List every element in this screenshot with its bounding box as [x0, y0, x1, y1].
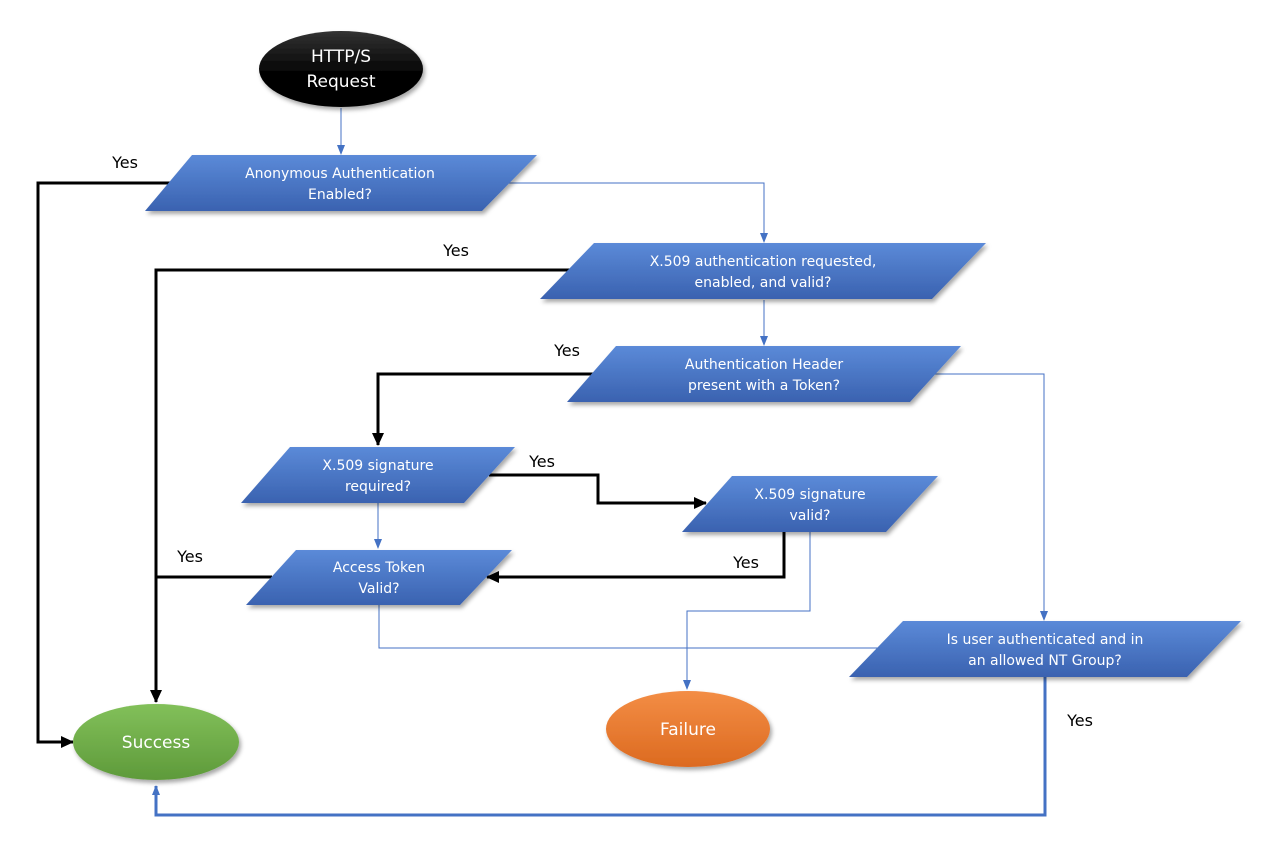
- node-x509-authentication-line2: enabled, and valid?: [695, 275, 832, 291]
- edge-anon-yes-to-success: [36, 181, 182, 748]
- node-http-request: HTTP/S Request: [259, 31, 423, 107]
- node-authentication-header-line2: present with a Token?: [688, 378, 840, 394]
- node-http-request-line2: Request: [306, 72, 375, 92]
- node-x509-authentication-line1: X.509 authentication requested,: [650, 254, 877, 270]
- label-x509-yes: Yes: [442, 241, 469, 260]
- label-access-yes: Yes: [176, 547, 203, 566]
- node-x509-signature-valid-line2: valid?: [790, 508, 831, 524]
- node-nt-group-line2: an allowed NT Group?: [968, 653, 1122, 669]
- node-x509-signature-valid-line1: X.509 signature: [754, 487, 865, 503]
- edge-sig-valid-yes-to-access: [486, 532, 786, 583]
- node-failure-label: Failure: [660, 720, 716, 740]
- node-authentication-header: Authentication Header present with a Tok…: [567, 346, 961, 402]
- node-x509-signature-valid: X.509 signature valid?: [682, 476, 938, 532]
- edge-labels: Yes Yes Yes Yes Yes Yes Yes: [111, 153, 1093, 730]
- edge-access-to-failure: [378, 605, 880, 649]
- node-access-token-valid-line1: Access Token: [333, 560, 425, 576]
- no-path-connectors: [152, 108, 1048, 817]
- node-authentication-header-line1: Authentication Header: [685, 357, 843, 373]
- label-anon-yes: Yes: [111, 153, 138, 172]
- edge-x509-yes-to-success: [150, 268, 585, 703]
- node-access-token-valid: Access Token Valid?: [246, 550, 512, 605]
- node-anonymous-authentication: Anonymous Authentication Enabled?: [145, 155, 537, 211]
- node-failure: Failure: [606, 691, 770, 767]
- yes-path-connectors: [36, 181, 786, 748]
- label-sig-valid-yes: Yes: [732, 553, 759, 572]
- node-x509-signature-required-line1: X.509 signature: [322, 458, 433, 474]
- node-nt-group-line1: Is user authenticated and in: [947, 632, 1144, 648]
- edge-sig-required-yes-to-sig-valid: [489, 473, 707, 509]
- label-header-yes: Yes: [553, 341, 580, 360]
- label-sig-required-yes: Yes: [528, 452, 555, 471]
- node-x509-authentication: X.509 authentication requested, enabled,…: [540, 243, 986, 299]
- node-nt-group: Is user authenticated and in an allowed …: [849, 621, 1241, 677]
- node-http-request-line1: HTTP/S: [311, 47, 371, 67]
- node-success-label: Success: [122, 733, 191, 753]
- node-x509-signature-required-line2: required?: [345, 479, 411, 495]
- edge-nt-to-success: [152, 677, 1047, 817]
- label-nt-yes: Yes: [1066, 711, 1093, 730]
- node-access-token-valid-line2: Valid?: [358, 581, 399, 597]
- node-anonymous-authentication-line1: Anonymous Authentication: [245, 166, 435, 182]
- node-x509-signature-required: X.509 signature required?: [241, 447, 515, 503]
- edge-header-to-nt: [928, 373, 1048, 621]
- edge-anon-to-x509: [509, 182, 768, 243]
- node-anonymous-authentication-line2: Enabled?: [308, 187, 372, 203]
- edge-sig-valid-to-failure: [683, 532, 811, 690]
- edge-header-yes-to-sig-required: [372, 372, 606, 446]
- node-success: Success: [73, 704, 239, 780]
